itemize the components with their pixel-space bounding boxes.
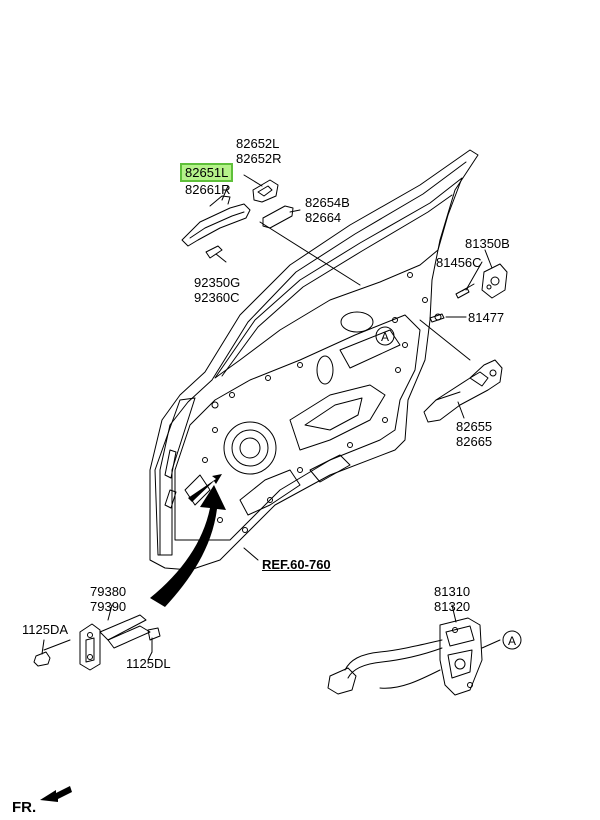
inside-handle bbox=[423, 359, 503, 423]
part-label-92350: 92350G 92360C bbox=[194, 275, 241, 305]
door-latch bbox=[439, 617, 483, 696]
handle-cover bbox=[252, 179, 279, 203]
latch-cable bbox=[327, 639, 443, 695]
part-label-81310: 81310 81320 bbox=[434, 584, 471, 614]
door-pointer-arrow bbox=[188, 474, 222, 502]
front-direction-label: FR. bbox=[12, 799, 37, 816]
part-label-1125dl: 1125DL bbox=[126, 656, 171, 671]
bolt-1125dl bbox=[147, 627, 161, 653]
highlighted-part-number: 82651L bbox=[180, 163, 234, 182]
part-label-82652: 82652L 82652R bbox=[236, 136, 282, 166]
part-label-82651: 82651L 82661R bbox=[180, 163, 234, 197]
callout-a-label-2: A bbox=[508, 634, 516, 648]
front-arrow-icon bbox=[40, 786, 72, 802]
door-checker bbox=[79, 614, 151, 671]
part-label-1125da: 1125DA bbox=[22, 622, 69, 637]
callout-a-circle bbox=[375, 326, 395, 346]
screw-81456c bbox=[455, 283, 475, 299]
part-label-79380: 79380 79390 bbox=[90, 584, 127, 614]
part-label-82655: 82655 82665 bbox=[456, 419, 493, 449]
hinge-pointer-arrow bbox=[150, 485, 226, 607]
gasket bbox=[205, 245, 223, 259]
part-label-81350b: 81350B bbox=[465, 236, 510, 251]
leader-lines bbox=[43, 174, 501, 661]
part-label-81477: 81477 bbox=[468, 310, 505, 325]
bolt-81477 bbox=[429, 313, 445, 323]
part-label-81456c: 81456C bbox=[436, 255, 482, 270]
outside-handle bbox=[181, 195, 251, 247]
part-label-82654: 82654B 82664 bbox=[305, 195, 350, 225]
callout-a-label: A bbox=[381, 330, 389, 344]
bolt-1125da bbox=[33, 639, 51, 667]
handle-pad bbox=[262, 205, 294, 229]
door-panel bbox=[149, 149, 479, 571]
callout-a-circle-2 bbox=[502, 630, 522, 650]
striker-bracket bbox=[481, 263, 508, 299]
reference-label: REF.60-760 bbox=[262, 557, 331, 572]
